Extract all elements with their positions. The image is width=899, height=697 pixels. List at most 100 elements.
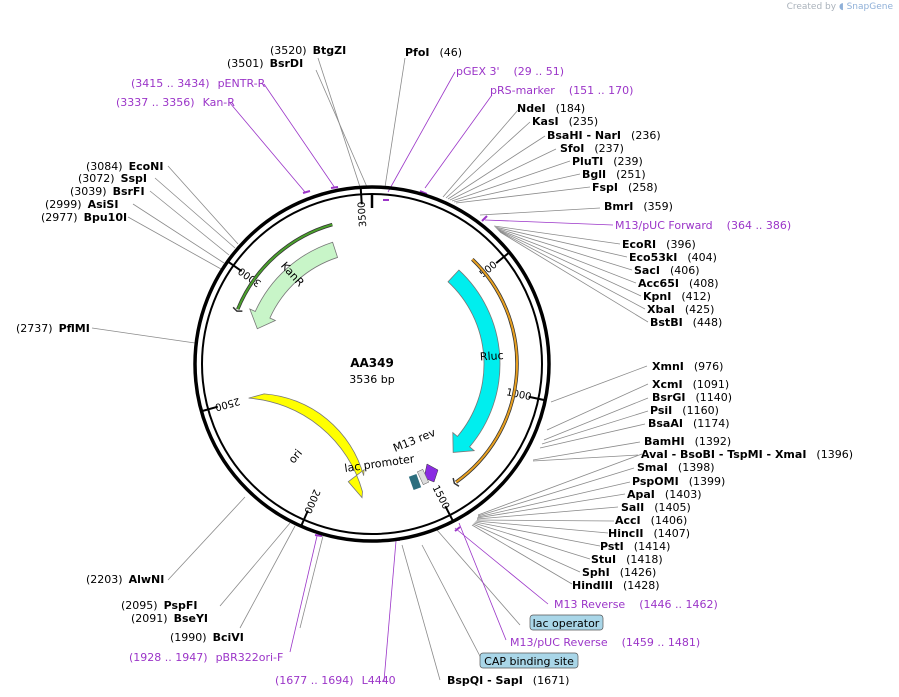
site-stui[interactable]: StuI(1418)	[591, 553, 663, 566]
site-bseyi[interactable]: (2091)BseYI	[131, 612, 208, 625]
site-acc65i[interactable]: Acc65I(408)	[638, 277, 719, 290]
primer-m13-puc-forward[interactable]: M13/pUC Forward(364 .. 386)	[615, 219, 791, 232]
site-hincii[interactable]: HincII(1407)	[608, 527, 690, 540]
site-kpni[interactable]: KpnI(412)	[643, 290, 711, 303]
snapgene-brand: ◖ SnapGene	[839, 2, 893, 12]
m13-rev-feature[interactable]	[423, 463, 439, 483]
site-bamhi[interactable]: BamHI(1392)	[644, 435, 731, 448]
credit-prefix: Created by	[786, 2, 837, 12]
site-bsrfi[interactable]: (3039)BsrFI	[70, 185, 145, 198]
site-pluti[interactable]: PluTI(239)	[572, 155, 643, 168]
site-alwni[interactable]: (2203)AlwNI	[86, 573, 164, 586]
site-hindiii[interactable]: HindIII(1428)	[572, 579, 660, 592]
site-xmni[interactable]: XmnI(976)	[652, 360, 723, 373]
primer-l4440[interactable]: (1677 .. 1694)L4440	[275, 674, 396, 687]
primer-labels: pGEX 3'(29 .. 51) pRS-marker(151 .. 170)…	[116, 65, 791, 687]
orange-arc-fill	[455, 258, 518, 483]
site-bmri[interactable]: BmrI(359)	[604, 200, 673, 213]
brand-text: SnapGene	[846, 2, 893, 12]
site-bspqi-sapi[interactable]: BspQI - SapI(1671)	[447, 674, 569, 687]
primer-marks	[302, 186, 488, 541]
tick-label: 3500	[357, 201, 370, 227]
site-bsaai[interactable]: BsaAI(1174)	[648, 417, 730, 430]
primer-leader-lines	[229, 71, 614, 682]
feature-label-ori: ori	[286, 447, 305, 466]
tick-mark	[495, 251, 511, 264]
lac-operator-mini-feature	[416, 469, 430, 485]
site-eco53ki[interactable]: Eco53kI(404)	[629, 251, 717, 264]
site-bcivi[interactable]: (1990)BciVI	[170, 631, 244, 644]
tick-mark	[528, 395, 546, 402]
site-apai[interactable]: ApaI(1403)	[627, 488, 701, 501]
tick-label: 1000	[505, 387, 532, 403]
site-bstbi[interactable]: BstBI(448)	[650, 316, 722, 329]
site-bsahi-nari[interactable]: BsaHI - NarI(236)	[547, 129, 661, 142]
tick-mark	[444, 505, 455, 522]
feature-label-rluc: Rluc	[480, 349, 504, 363]
feature-tag-lac-operator[interactable]: lac operator	[529, 614, 604, 631]
feature-rluc[interactable]	[447, 269, 501, 453]
site-ecori[interactable]: EcoRI(396)	[622, 238, 696, 251]
site-sfoi[interactable]: SfoI(237)	[560, 142, 624, 155]
feature-arcs	[232, 222, 519, 487]
site-sspi[interactable]: (3072)SspI	[78, 172, 147, 185]
primer-pentr-r[interactable]: (3415 .. 3434)pENTR-R	[131, 77, 266, 90]
green-arc-arrowhead	[232, 306, 243, 312]
tick-label: 1500	[430, 484, 451, 512]
snapgene-credit: Created by ◖ SnapGene	[787, 2, 893, 12]
site-xcmi[interactable]: XcmI(1091)	[652, 378, 729, 391]
site-labels: (3520)BtgZI (3501)BsrDI PfoI(46) NdeI(18…	[16, 44, 853, 687]
site-pspfi[interactable]: (2095)PspFI	[121, 599, 197, 612]
primer-kan-r[interactable]: (3337 .. 3356)Kan-R	[116, 96, 235, 109]
lac-operator-tag-label: lac operator	[533, 617, 600, 630]
site-asisi[interactable]: (2999)AsiSI	[45, 198, 118, 211]
tick-label: 2500	[214, 395, 241, 412]
site-pspomi[interactable]: PspOMI(1399)	[632, 475, 725, 488]
site-fspi[interactable]: FspI(258)	[592, 181, 658, 194]
plasmid-name: AA349	[350, 356, 394, 370]
site-econi[interactable]: (3084)EcoNI	[86, 160, 163, 173]
feature-tag-cap-binding-site[interactable]: CAP binding site	[479, 652, 579, 669]
orange-arc-arrowhead	[452, 477, 460, 487]
plasmid-length: 3536 bp	[349, 373, 394, 386]
site-psti[interactable]: PstI(1414)	[600, 540, 670, 553]
lac-promoter-feature[interactable]	[408, 474, 422, 490]
site-psii[interactable]: PsiI(1160)	[650, 404, 719, 417]
m13-rev-label: M13 rev	[391, 426, 438, 455]
site-bpu10i[interactable]: (2977)Bpu10I	[41, 211, 127, 224]
site-acci[interactable]: AccI(1406)	[615, 514, 687, 527]
tick-label: 2000	[301, 487, 321, 515]
snapgene-logo-icon: ◖	[838, 2, 844, 12]
site-bgli[interactable]: BglI(251)	[582, 168, 646, 181]
site-pfoi[interactable]: PfoI(46)	[405, 46, 462, 59]
primer-pgex3[interactable]: pGEX 3'(29 .. 51)	[456, 65, 564, 78]
green-arc-fill	[236, 223, 333, 310]
site-kasi[interactable]: KasI(235)	[532, 115, 598, 128]
primer-pbr322ori-f[interactable]: (1928 .. 1947)pBR322ori-F	[129, 651, 283, 664]
site-avai-group[interactable]: AvaI - BsoBI - TspMI - XmaI(1396)	[641, 448, 853, 461]
feature-kanr[interactable]	[249, 241, 339, 330]
feature-ori[interactable]	[248, 393, 365, 499]
site-smai[interactable]: SmaI(1398)	[637, 461, 714, 474]
site-saci[interactable]: SacI(406)	[634, 264, 700, 277]
site-btgzi[interactable]: (3520)BtgZI	[270, 44, 346, 57]
site-bsrdi[interactable]: (3501)BsrDI	[227, 57, 303, 70]
site-ndei[interactable]: NdeI(184)	[517, 102, 585, 115]
site-xbai[interactable]: XbaI(425)	[647, 303, 714, 316]
tick-mark	[300, 510, 309, 527]
site-sphi[interactable]: SphI(1426)	[582, 566, 656, 579]
site-bsrgi[interactable]: BsrGI(1140)	[652, 391, 732, 404]
site-sali[interactable]: SalI(1405)	[621, 501, 691, 514]
leader-lines	[91, 57, 649, 681]
primer-prs-marker[interactable]: pRS-marker(151 .. 170)	[490, 84, 633, 97]
primer-m13-reverse[interactable]: M13 Reverse(1446 .. 1462)	[554, 598, 718, 611]
site-pflmi[interactable]: (2737)PflMI	[16, 322, 90, 335]
primer-m13-puc-reverse[interactable]: M13/pUC Reverse(1459 .. 1481)	[510, 636, 700, 649]
tick-mark	[359, 187, 363, 205]
backbone-outer-ring	[193, 185, 551, 543]
cap-binding-site-tag-label: CAP binding site	[484, 655, 574, 668]
tick-mark	[201, 405, 219, 413]
tick-mark	[227, 260, 243, 273]
